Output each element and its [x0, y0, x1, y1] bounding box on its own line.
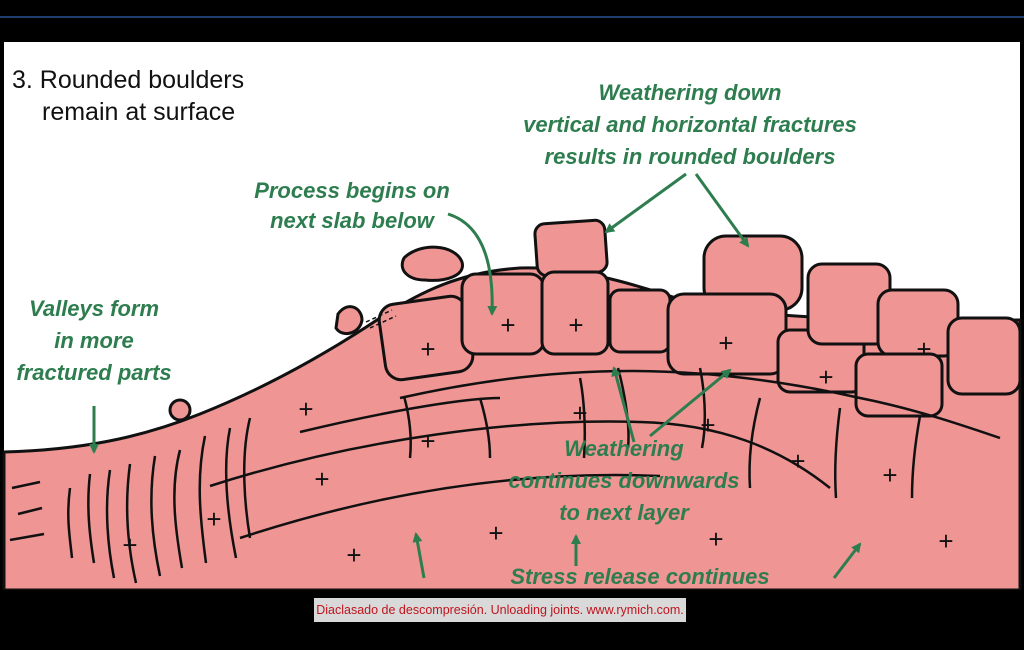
label-weathering-down-line-1: Weathering down	[599, 80, 782, 105]
plus-marker: +	[314, 464, 329, 494]
plus-marker: +	[298, 394, 313, 424]
label-valleys-line-1: Valleys form	[29, 296, 159, 321]
label-weathering-down-line-3: results in rounded boulders	[545, 144, 836, 169]
plus-marker: +	[718, 328, 733, 358]
plus-marker: +	[790, 446, 805, 476]
label-process-line-2: next slab below	[270, 208, 436, 233]
title-line-2: remain at surface	[42, 98, 235, 126]
plus-marker: +	[488, 518, 503, 548]
plus-marker: +	[882, 460, 897, 490]
plus-marker: +	[420, 334, 435, 364]
granite-plus-markers: + + + + + + + + + + + + + + + + + + +	[122, 310, 953, 570]
arrow-stress-3	[832, 542, 862, 579]
plus-marker: +	[700, 410, 715, 440]
plus-marker: +	[206, 504, 221, 534]
label-weathering-continues: Weathering continues downwards to next l…	[508, 436, 739, 525]
label-continues-line-3: to next layer	[559, 500, 690, 525]
label-valleys-line-2: in more	[54, 328, 133, 353]
image-caption: Diaclasado de descompresión. Unloading j…	[314, 598, 686, 622]
boulder-left	[533, 218, 609, 278]
label-continues-line-2: continues downwards	[508, 468, 739, 493]
label-valleys-line-3: fractured parts	[16, 360, 171, 385]
block-9	[946, 316, 1022, 396]
arrow-continues-right	[649, 368, 732, 438]
diagram-frame: + + + + + + + + + + + + + + + + + + + 3.…	[0, 16, 1024, 590]
plus-marker: +	[938, 526, 953, 556]
pebble	[168, 398, 192, 422]
exfoliation-flakes	[365, 309, 397, 329]
arrow-weathering-left	[604, 172, 687, 234]
slab-blocks	[377, 262, 1022, 418]
plus-marker: +	[420, 426, 435, 456]
arrow-weathering-right	[694, 173, 750, 248]
label-weathering-down-line-2: vertical and horizontal fractures	[523, 112, 857, 137]
label-valleys: Valleys form in more fractured parts	[16, 296, 171, 385]
plus-marker: +	[500, 310, 515, 340]
boulder-small	[400, 245, 464, 282]
plus-marker: +	[572, 398, 587, 428]
block-3	[540, 270, 610, 356]
annotation-arrows	[89, 172, 862, 579]
arrow-stress-1	[412, 532, 426, 579]
plus-marker: +	[568, 310, 583, 340]
plus-marker: +	[122, 530, 137, 560]
exfoliation-diagram: + + + + + + + + + + + + + + + + + + + 3.…	[2, 42, 1022, 590]
label-stress-release: Stress release continues	[510, 564, 769, 589]
label-process: Process begins on next slab below	[254, 178, 450, 233]
plus-marker: +	[818, 362, 833, 392]
boulder-tiny	[334, 305, 364, 336]
diagram-title: 3. Rounded boulders remain at surface	[12, 66, 244, 126]
plus-marker: +	[916, 334, 931, 364]
arrow-process	[447, 212, 498, 316]
label-weathering-down: Weathering down vertical and horizontal …	[523, 80, 857, 169]
label-continues-line-1: Weathering	[564, 436, 684, 461]
plus-marker: +	[708, 524, 723, 554]
arrow-continues-left	[611, 366, 636, 443]
label-process-line-1: Process begins on	[254, 178, 450, 203]
title-line-1: 3. Rounded boulders	[12, 66, 244, 94]
plus-marker: +	[346, 540, 361, 570]
block-4	[608, 288, 672, 354]
